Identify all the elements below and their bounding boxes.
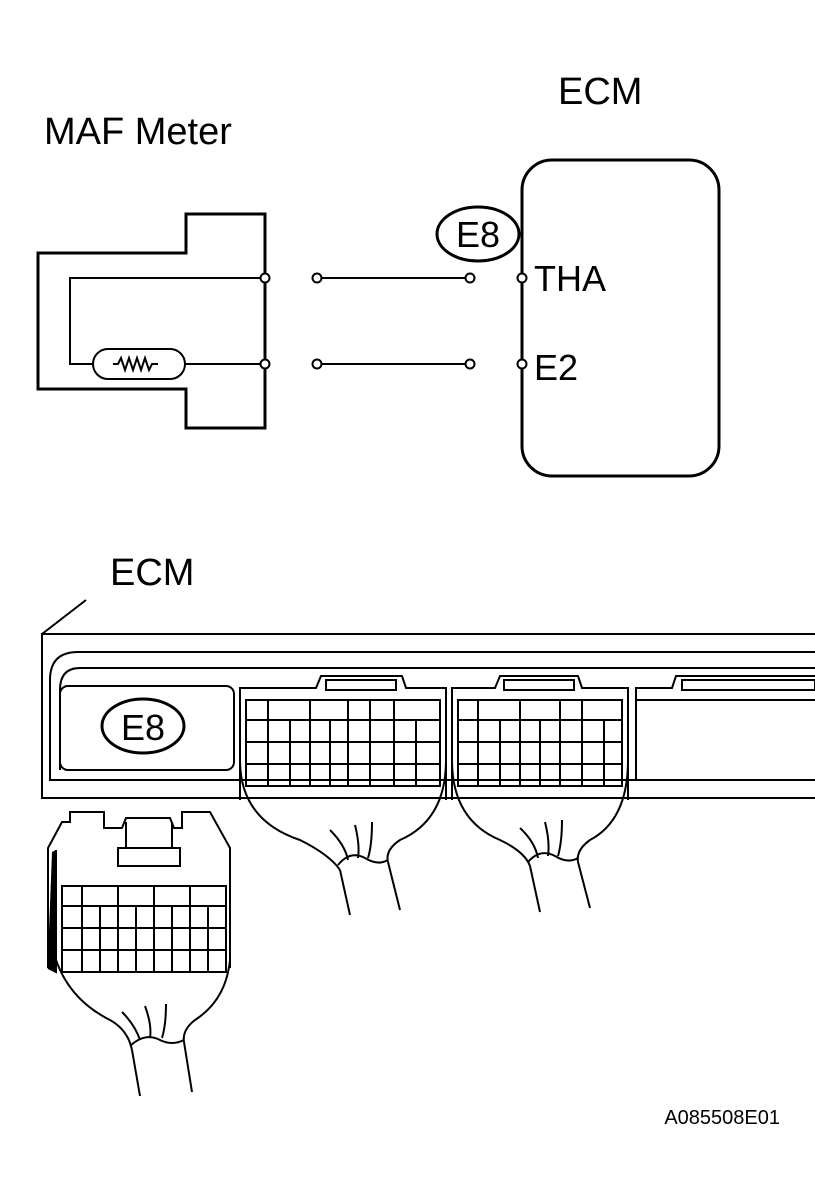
ecm-empty-slot	[635, 675, 815, 780]
wire-tha	[311, 272, 476, 284]
maf-terminal-e2	[259, 358, 271, 370]
ecm-plugged-connector-1	[239, 675, 447, 916]
ecm-label-top: ECM	[558, 71, 642, 113]
maf-terminal-tha	[259, 272, 271, 284]
ecm-plugged-connector-2	[451, 675, 629, 913]
ecm-e8-socket	[59, 685, 235, 771]
svg-text:E8: E8	[456, 214, 500, 255]
pin-label-e2: E2	[534, 347, 578, 388]
thermistor-symbol	[113, 354, 158, 374]
ecm-terminal-e2	[516, 358, 528, 370]
figure-code: A085508E01	[664, 1107, 780, 1129]
connector-badge-e8-top: E8	[435, 205, 521, 263]
ecm-terminal-tha	[516, 272, 528, 284]
maf-meter-label: MAF Meter	[44, 111, 232, 153]
wire-e2	[311, 358, 476, 370]
ecm-leader-line	[41, 599, 87, 635]
ecm-box	[520, 158, 721, 478]
e8-harness-connector	[47, 811, 231, 1097]
ecm-label-bottom: ECM	[110, 552, 194, 594]
maf-meter-body	[36, 212, 267, 430]
maf-internal-wiring	[69, 277, 265, 380]
pin-label-tha: THA	[534, 258, 606, 299]
connector-badge-e8-bottom: E8	[100, 697, 186, 755]
e8-harness-connector-shadow	[48, 850, 56, 972]
svg-text:E8: E8	[121, 707, 165, 748]
